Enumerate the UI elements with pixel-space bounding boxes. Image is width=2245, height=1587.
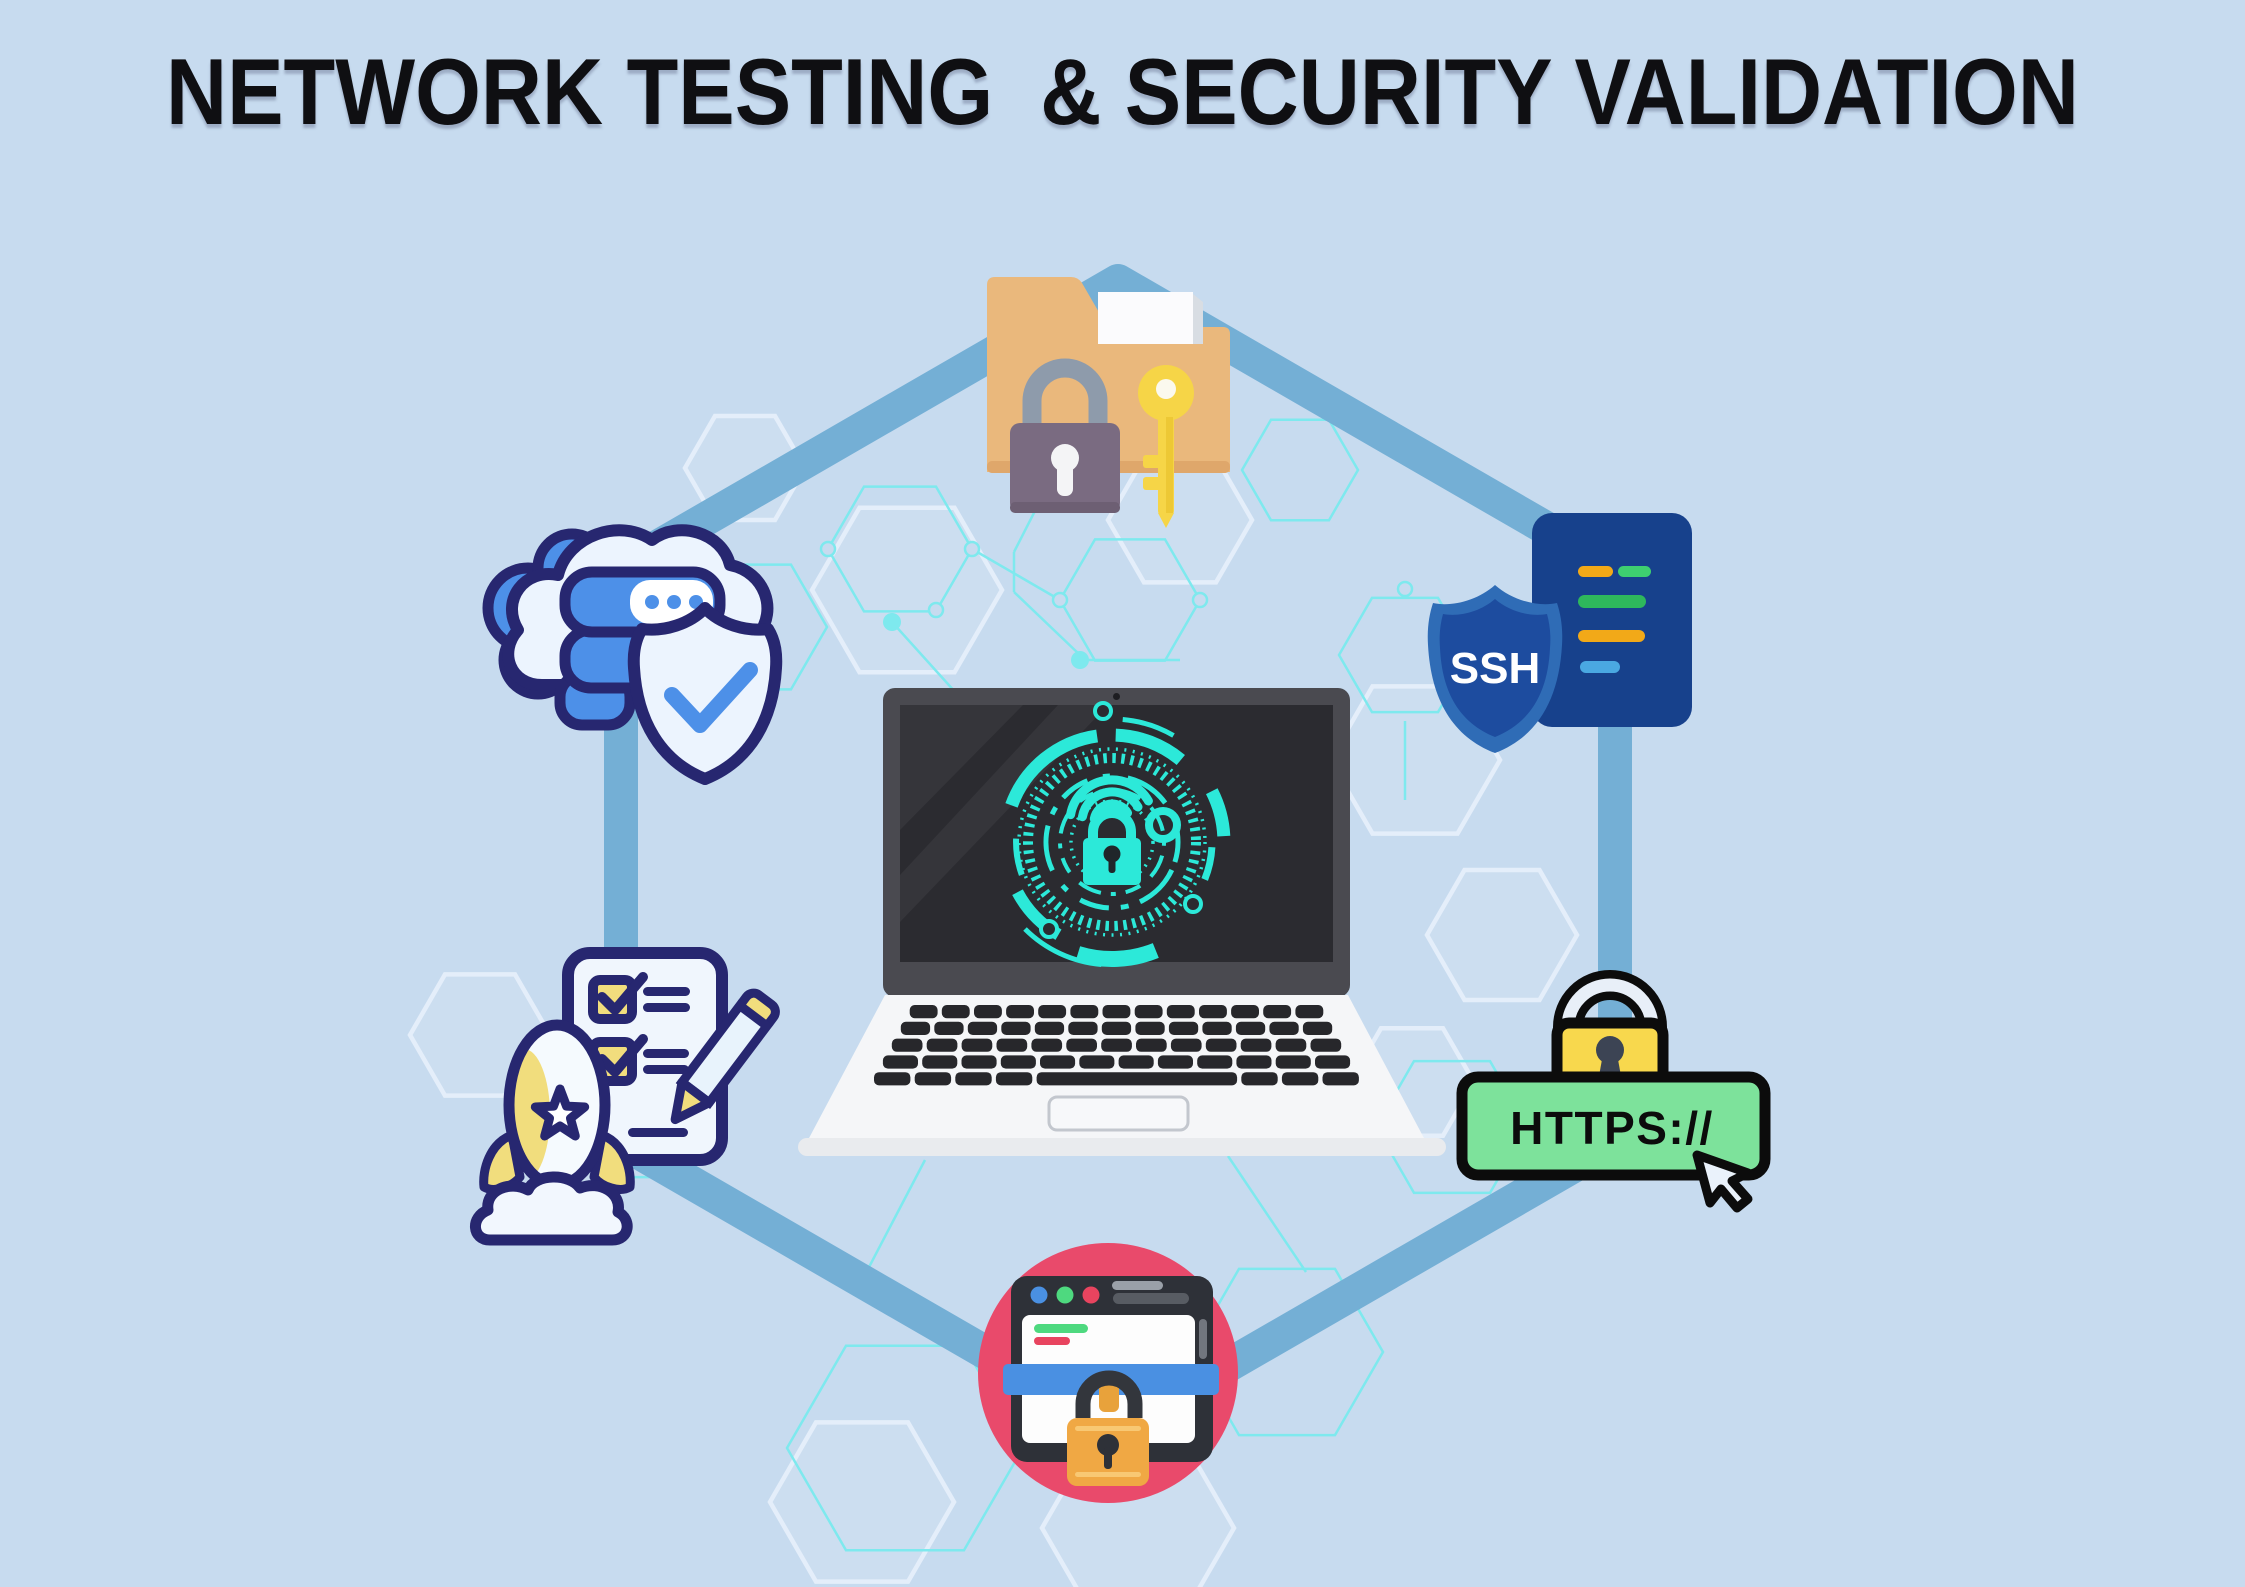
secure-folder-icon (987, 277, 1230, 528)
ssh-shield-icon: SSH (1427, 585, 1563, 753)
pencil-icon (670, 988, 780, 1125)
https-bar (1456, 1071, 1771, 1181)
test-checklist-icon (470, 947, 780, 1246)
cloud-server-shield-icon (482, 524, 783, 785)
page-title: NETWORK TESTING & SECURITY VALIDATION (166, 39, 2079, 144)
exhaust-cloud-icon (470, 1171, 633, 1246)
checkmark-icon (664, 662, 758, 733)
secure-browser-icon (978, 1243, 1238, 1503)
verified-shield-icon (627, 602, 783, 785)
https-secure-url-icon: HTTPS:// (1456, 970, 1771, 1213)
laptop-keyboard (874, 1005, 1359, 1086)
security-lock-hud-icon (1005, 701, 1231, 968)
star-icon (530, 1084, 590, 1141)
trackpad (1047, 1095, 1190, 1132)
ssh-access-icon: SSH (1427, 513, 1692, 753)
rocket-icon (470, 1019, 635, 1246)
padlock-icon (1067, 1370, 1149, 1486)
cursor-icon (1692, 1150, 1753, 1213)
key-icon (1138, 365, 1194, 528)
code-document-icon (1532, 513, 1692, 727)
document-icon (1098, 292, 1193, 348)
padlock-icon (1010, 358, 1120, 513)
ssh-label: SSH (1450, 644, 1540, 693)
webcam-icon (1113, 693, 1120, 700)
https-label: HTTPS:// (1510, 1102, 1714, 1154)
laptop-security-scan-icon (798, 688, 1446, 1156)
